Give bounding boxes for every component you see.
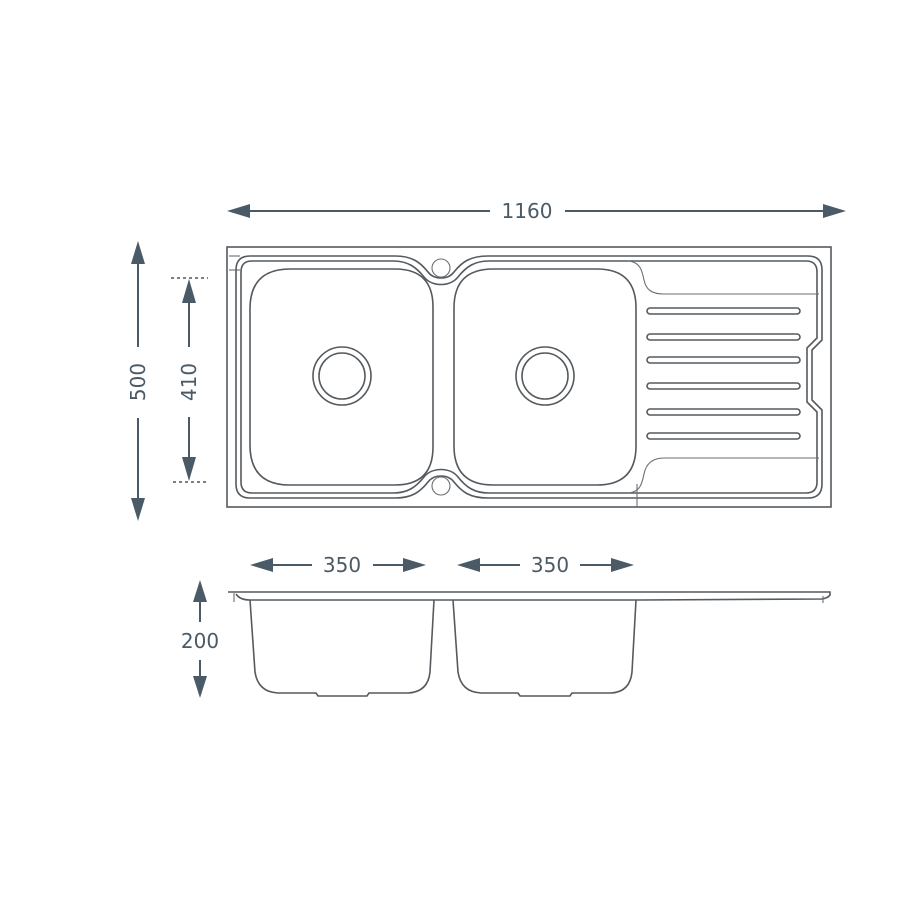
drainer-rib <box>646 408 801 416</box>
drainer-board <box>627 260 819 507</box>
sink-side-view <box>228 591 831 697</box>
arrow-up-icon <box>182 279 196 303</box>
right-drain-outer <box>515 346 575 406</box>
drainer-rib <box>646 356 801 364</box>
left-drain-inner <box>318 352 366 400</box>
left-drain-outer <box>312 346 372 406</box>
sink-outer-frame <box>226 246 832 508</box>
right-bowl-width-dimension: 350 <box>457 553 634 577</box>
sink-deck-profile <box>228 591 831 601</box>
bowl-height-label: 200 <box>181 629 219 653</box>
arrow-right-icon <box>403 558 426 572</box>
right-bowl-width-label: 350 <box>531 553 569 577</box>
arrow-up-icon <box>193 580 207 602</box>
arrow-down-icon <box>131 498 145 521</box>
arrow-left-icon <box>457 558 480 572</box>
drainer-rib <box>646 307 801 315</box>
overflow-hole-bottom <box>431 476 451 496</box>
overall-depth-dimension: 500 <box>126 241 150 521</box>
right-bowl <box>453 268 637 486</box>
arrow-down-icon <box>182 457 196 481</box>
left-bowl-width-label: 350 <box>323 553 361 577</box>
drainer-rib <box>646 432 801 440</box>
sink-rim-inner <box>240 260 818 494</box>
drainer-rib <box>646 382 801 390</box>
overall-depth-label: 500 <box>126 363 150 401</box>
left-bowl-profile <box>249 599 435 697</box>
arrow-down-icon <box>193 676 207 698</box>
bowl-depth-label: 410 <box>177 363 201 401</box>
arrow-right-icon <box>611 558 634 572</box>
arrow-left-icon <box>227 204 250 218</box>
arrow-right-icon <box>823 204 846 218</box>
overflow-hole-top <box>431 258 451 278</box>
left-bowl-width-dimension: 350 <box>250 553 426 577</box>
overall-width-dimension: 1160 <box>227 199 846 223</box>
right-bowl-profile <box>452 599 637 697</box>
drainer-rib <box>646 333 801 341</box>
bowl-depth-dimension: 410 <box>171 277 208 483</box>
right-drain-inner <box>521 352 569 400</box>
bowl-height-dimension: 200 <box>181 580 219 698</box>
arrow-up-icon <box>131 241 145 264</box>
left-bowl <box>249 268 434 486</box>
sink-rim-outer <box>235 255 823 499</box>
arrow-left-icon <box>250 558 273 572</box>
sink-top-view <box>226 246 832 508</box>
overall-width-label: 1160 <box>502 199 553 223</box>
